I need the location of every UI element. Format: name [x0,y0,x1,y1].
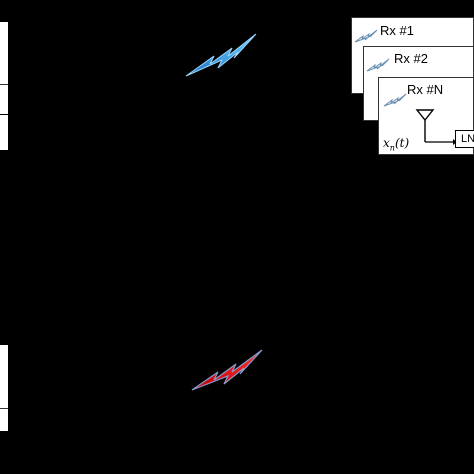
transmitter-panel-top [0,22,8,150]
transmitter-panel-bottom [0,345,8,431]
receiver-label: Rx #N [407,82,444,97]
mini-bolt-icon [383,93,407,107]
mini-bolt-icon [354,29,378,43]
antenna-icon [415,109,457,145]
panel-divider [0,114,8,115]
axis-line [0,84,8,85]
lightning-bolt-icon [191,349,263,391]
mini-bolt-icon [366,58,390,72]
receiver-label: Rx #2 [394,51,428,66]
axis-line [0,408,8,409]
receiver-card-n: Rx #N xn(t) LN [378,77,474,155]
signal-label: xn(t) [383,136,410,153]
lightning-bolt-icon [185,33,257,77]
lna-label: LN [461,133,474,145]
lna-block: LN [455,130,474,148]
receiver-label: Rx #1 [380,23,414,38]
